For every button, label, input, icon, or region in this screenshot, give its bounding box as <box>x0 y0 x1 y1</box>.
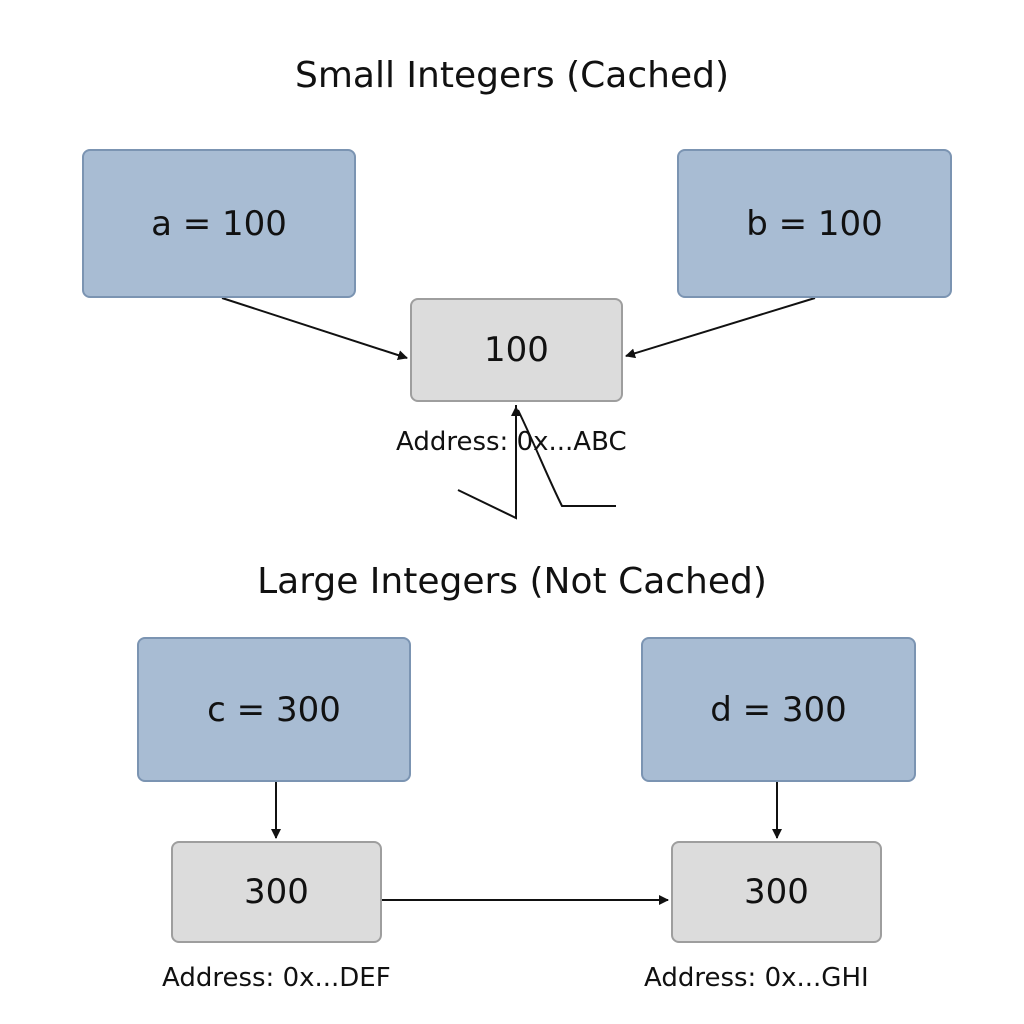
arrow-b-to-shared-value <box>625 297 816 359</box>
stray-stroke-right <box>517 409 616 507</box>
shared-address-label: Address: 0x...ABC <box>396 427 627 457</box>
large-integers-title: Large Integers (Not Cached) <box>257 561 767 602</box>
shared-value-box: 100 <box>410 298 623 402</box>
stray-stroke-left <box>457 405 517 520</box>
small-integers-title: Small Integers (Cached) <box>294 55 730 96</box>
variable-c-box: c = 300 <box>137 637 411 782</box>
variable-a-box: a = 100 <box>82 149 356 298</box>
address-d-label: Address: 0x...GHI <box>644 963 869 993</box>
arrow-a-to-shared-value <box>221 297 408 360</box>
value-d-box: 300 <box>671 841 882 943</box>
address-c-label: Address: 0x...DEF <box>162 963 391 993</box>
value-c-box: 300 <box>171 841 382 943</box>
variable-b-box: b = 100 <box>677 149 952 298</box>
variable-d-box: d = 300 <box>641 637 916 782</box>
